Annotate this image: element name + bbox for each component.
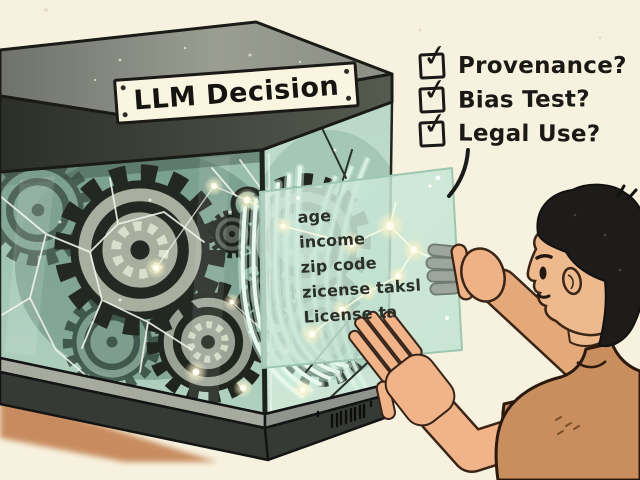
checklist-item-label: Bias Test? bbox=[457, 86, 591, 114]
person-head bbox=[526, 183, 640, 347]
check-mark-icon: ✓ bbox=[419, 71, 451, 110]
crack-lines bbox=[0, 159, 263, 385]
plaque-nail-dot bbox=[120, 85, 126, 91]
person-flat-hand bbox=[348, 310, 456, 427]
check-mark-icon: ✓ bbox=[419, 37, 451, 76]
person-eye bbox=[539, 266, 547, 280]
person-ear bbox=[562, 266, 582, 296]
plaque-nail-dot bbox=[343, 68, 350, 75]
plaque-nail-dot bbox=[345, 95, 352, 101]
vent-grille bbox=[316, 400, 373, 429]
panel-data-line: zip code bbox=[300, 253, 378, 277]
audit-checklist: ✓ Provenance? ✓ Bias Test? ✓ Legal Use? bbox=[418, 37, 627, 155]
panel-data-line: License ta bbox=[303, 302, 398, 327]
fingers-behind-glass bbox=[425, 243, 462, 296]
panel-data-list: age income zip code zicense taksl Licens… bbox=[297, 201, 424, 333]
checklist-item-bias-test: ✓ Bias Test? bbox=[418, 71, 627, 114]
person-hair bbox=[536, 183, 640, 347]
checklist-item-label: Provenance? bbox=[458, 53, 627, 79]
person-mouth bbox=[536, 293, 551, 299]
panel-constellation bbox=[274, 175, 449, 346]
checklist-item-provenance: ✓ Provenance? bbox=[418, 37, 627, 80]
box-base bbox=[0, 356, 392, 462]
background-specks bbox=[44, 8, 602, 40]
person-torso bbox=[494, 341, 640, 480]
person-eyebrow bbox=[535, 253, 553, 260]
plaque-label: LLM Decision bbox=[132, 70, 341, 116]
check-mark-icon: ✓ bbox=[419, 105, 451, 144]
panel-data-line: income bbox=[298, 228, 366, 252]
flourish-stroke bbox=[447, 148, 470, 198]
person-grip-hand bbox=[450, 243, 506, 303]
person bbox=[348, 183, 640, 480]
checkbox-checked-icon: ✓ bbox=[418, 105, 450, 148]
checklist-item-legal-use: ✓ Legal Use? bbox=[418, 105, 627, 148]
gear-icon bbox=[54, 164, 226, 336]
inspection-panel bbox=[259, 167, 463, 369]
checklist-item-label: Legal Use? bbox=[457, 120, 601, 148]
plaque-nail-dot bbox=[122, 112, 128, 118]
panel-data-line: zicense taksl bbox=[301, 275, 422, 302]
